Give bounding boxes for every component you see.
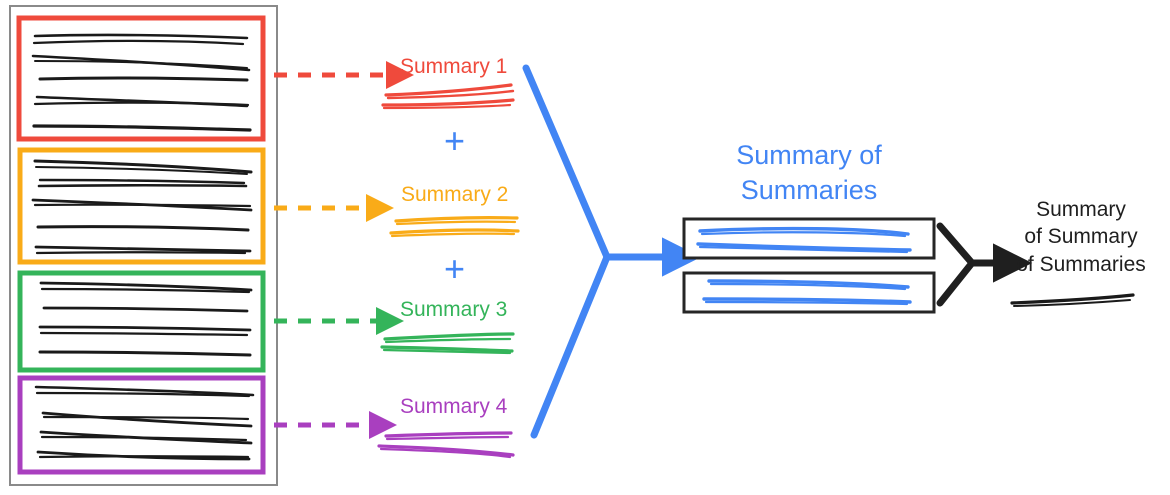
plus-operator-2: + [444,248,466,289]
chunk-1-text-lines [31,33,252,132]
summary-4-label: Summary 4 [400,395,508,418]
sos-box-2-lines [702,279,912,306]
final-summary-title: Summary of Summary of Summaries [1006,196,1156,278]
plus-operator-1: + [444,120,466,161]
final-title-line-3: of Summaries [1016,252,1146,276]
summary-of-summaries-title: Summary of Summaries [684,138,934,207]
sos-box-2[interactable] [682,271,936,314]
sos-title-line-1: Summary of [736,140,882,170]
chunk-box-3[interactable] [17,270,266,373]
final-title-line-2: of Summary [1024,225,1138,249]
source-document-frame [9,5,278,486]
final-title-line-1: Summary [1036,198,1126,221]
chunk-box-4[interactable] [17,375,266,475]
chunk-4-text-lines [34,385,255,461]
summary-1-label: Summary 1 [400,55,508,78]
summary-1-lines [381,83,515,110]
summary-3-lines [380,332,515,355]
blue-merge-connector [522,64,702,439]
chunk-box-2[interactable] [17,147,266,265]
sos-box-1[interactable] [682,217,936,260]
summary-3-label: Summary 3 [400,298,508,321]
chunk-box-1[interactable] [16,15,266,142]
chunk-3-text-lines [38,281,253,357]
summary-4-lines [377,431,515,459]
chunk-2-text-lines [31,159,253,255]
summary-2-label: Summary 2 [401,183,509,206]
summary-2-lines [389,216,520,238]
sos-box-1-lines [696,226,912,254]
black-final-arrow [936,222,1033,307]
final-summary-lines [1010,293,1135,307]
sos-title-line-2: Summaries [740,174,878,205]
